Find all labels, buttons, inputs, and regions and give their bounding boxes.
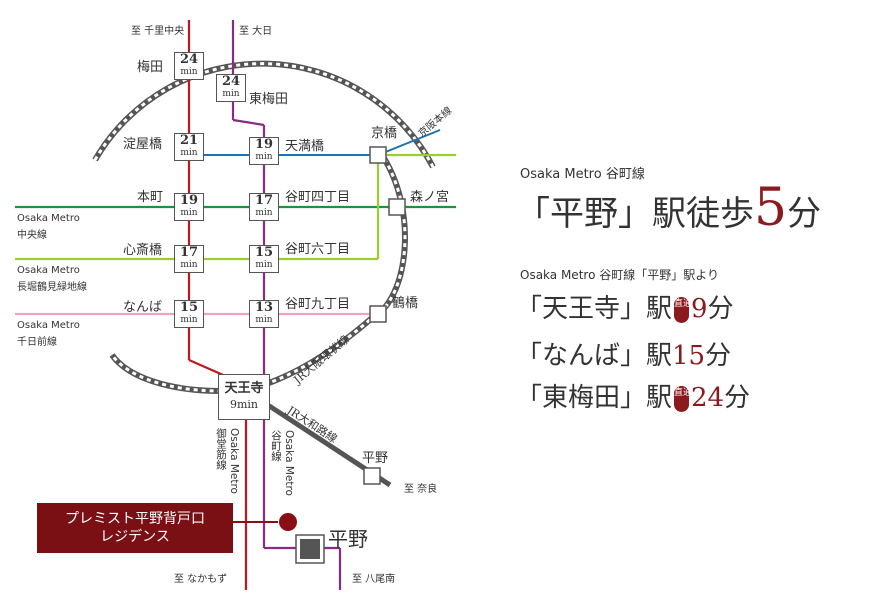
station-higashi-umeda-label: 東梅田 [249, 92, 289, 107]
route-unit: 分 [724, 383, 751, 413]
station-tennoji-time: 9min [229, 398, 259, 411]
direct-badge: 直通 [674, 297, 692, 323]
info-from-label: Osaka Metro 谷町線「平野」駅より [520, 268, 719, 282]
hirano-jr-station-box [363, 467, 381, 485]
station-tanimachi9-label: 谷町九丁目 [285, 297, 351, 312]
sennichimae-line-label-1: Osaka Metro [17, 320, 80, 331]
route-row-tennoji: 「天王寺」駅直通9分 [516, 288, 734, 325]
station-hommachi-label: 本町 [137, 190, 164, 205]
route-dest: 「なんば」駅 [516, 341, 673, 371]
direction-dainichi: 至 大日 [239, 26, 273, 37]
nagahori-line-label-1: Osaka Metro [17, 265, 80, 276]
direction-yaominami: 至 八尾南 [352, 574, 396, 585]
station-tennoji-box: 天王寺 9min [218, 374, 270, 420]
tsuruhashi-station-box [369, 305, 387, 323]
midosuji-line-label-2: 御堂筋線 [215, 428, 227, 470]
direction-senri-chuo: 至 千里中央 [131, 26, 185, 37]
station-morinomiya-label: 森ノ宮 [410, 190, 450, 205]
tanimachi-line-label-2: 谷町線 [270, 430, 282, 462]
property-name-line1: プレミスト平野背戸口 [65, 511, 205, 527]
nagahori-line-label-2: 長堀鶴見緑地線 [17, 282, 87, 293]
info-walk-prefix: 「平野」駅徒歩 [516, 194, 754, 234]
station-tsuruhashi-label: 鶴橋 [392, 296, 419, 311]
station-hirano-metro-label: 平野 [328, 527, 368, 551]
station-yodoyabashi-label: 淀屋橋 [123, 137, 163, 152]
property-marker [279, 513, 297, 531]
station-hirano-jr-label: 平野 [362, 451, 389, 466]
route-dest: 「天王寺」駅 [516, 294, 673, 324]
sennichimae-line-label-2: 千日前線 [17, 337, 57, 348]
route-row-namba: 「なんば」駅15分 [516, 335, 731, 372]
route-time: 9 [691, 294, 708, 324]
kyobashi-station-box [369, 146, 387, 164]
chuo-line-label-2: 中央線 [17, 230, 47, 241]
station-tennoji-label: 天王寺 [224, 381, 264, 396]
route-dest: 「東梅田」駅 [516, 383, 673, 413]
morinomiya-station-box [388, 198, 406, 216]
direction-nara: 至 奈良 [404, 484, 438, 495]
property-name-line2: レジデンス [100, 529, 170, 545]
tanimachi-line-label-1: Osaka Metro [283, 430, 295, 496]
station-shinsaibashi-label: 心斎橋 [123, 243, 163, 258]
station-tanimachi6-label: 谷町六丁目 [285, 242, 351, 257]
station-kyobashi-label: 京橋 [371, 126, 398, 141]
route-row-higashi-umeda: 「東梅田」駅直通24分 [516, 377, 750, 414]
direction-nakamozu: 至 なかもず [174, 574, 228, 585]
info-walk-unit: 分 [787, 194, 822, 234]
info-walk-number: 5 [754, 178, 788, 238]
info-walk: 「平野」駅徒歩5分 [516, 178, 821, 238]
route-time: 24 [691, 383, 725, 413]
route-unit: 分 [707, 294, 734, 324]
jr-loop-line [92, 60, 436, 169]
route-time: 15 [672, 341, 706, 371]
info-line-name: Osaka Metro 谷町線 [520, 167, 645, 182]
midosuji-line-label-1: Osaka Metro [228, 428, 240, 494]
station-temmabashi-label: 天満橋 [285, 139, 325, 154]
station-namba-label: なんば [123, 300, 163, 315]
chuo-line-label-1: Osaka Metro [17, 213, 80, 224]
station-umeda-label: 梅田 [137, 60, 164, 75]
station-tanimachi4-label: 谷町四丁目 [285, 190, 351, 205]
route-unit: 分 [705, 341, 732, 371]
property-name-box: プレミスト平野背戸口 レジデンス [37, 503, 233, 553]
direct-badge: 直通 [674, 386, 692, 412]
